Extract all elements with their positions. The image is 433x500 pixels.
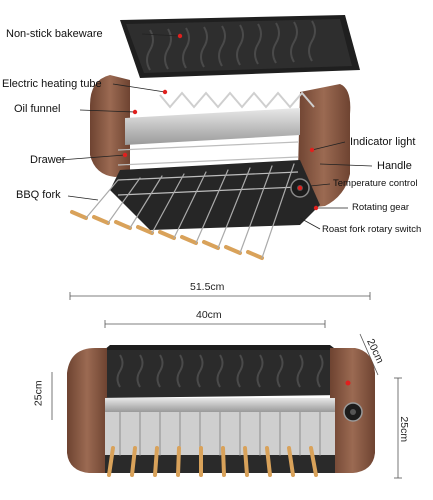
callout-leaders [59,33,373,230]
dimension-plate-length: 40cm [196,309,222,321]
label-bakeware: Non-stick bakeware [6,28,103,40]
label-drawer: Drawer [30,154,66,166]
dimension-lines [51,292,402,479]
label-handle: Handle [377,160,412,172]
grill-assembled [67,345,375,473]
grill-body-top [90,75,351,230]
label-indicator-light: Indicator light [350,136,416,148]
dimension-height-right: 25cm [398,416,411,443]
bbq-forks-top [70,163,295,260]
label-oil-funnel: Oil funnel [14,103,61,115]
dimension-side-left: 25cm [32,380,45,407]
label-heating-tube: Electric heating tube [2,78,102,90]
label-rotating-gear: Rotating gear [352,202,410,213]
bbq-forks-bottom [107,411,321,477]
bakeware-plate [120,15,360,78]
dimension-overall-length: 51.5cm [190,281,225,293]
label-rotary-switch: Roast fork rotary switch [322,224,422,235]
label-bbq-fork: BBQ fork [16,189,61,201]
callout-dots [122,33,319,211]
label-temperature-control: Temperature control [333,178,418,189]
